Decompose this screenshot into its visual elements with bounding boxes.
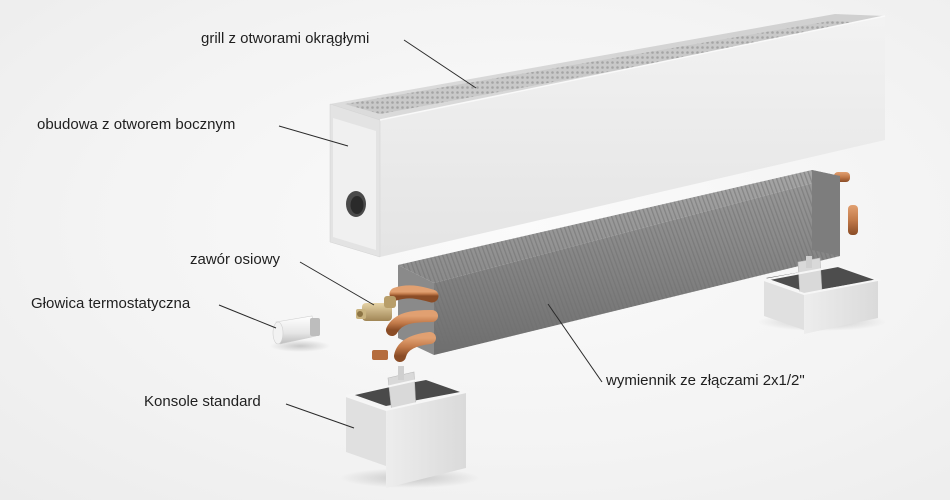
thermostatic-head: [270, 315, 330, 352]
housing: [329, 14, 886, 258]
console-back-left-wall: [764, 280, 804, 330]
leader-housing: [278, 125, 349, 147]
heat-exchanger: [372, 170, 858, 362]
exchanger-front-fins: [434, 176, 840, 355]
copper-pipe-middle: [386, 310, 438, 336]
exchanger-top-fins: [398, 170, 840, 283]
console-back-front-wall: [804, 280, 878, 334]
head-cap: [272, 321, 284, 345]
valve-body: [362, 303, 392, 321]
console-back-tab: [806, 256, 812, 268]
label-thermostatic-head: Głowica termostatyczna: [31, 295, 191, 312]
axial-valve: [356, 296, 396, 321]
leader-head: [218, 304, 277, 329]
copper-pipe-lower: [394, 332, 436, 362]
valve-pin: [357, 311, 363, 317]
leader-console: [285, 403, 355, 429]
console-front-front-wall: [386, 392, 466, 488]
label-axial-valve: zawór osiowy: [190, 251, 281, 268]
housing-side-hole-inner: [350, 196, 364, 214]
head-nut: [310, 318, 320, 336]
housing-top-edge: [379, 15, 886, 121]
label-heat-exchanger: wymiennik ze złączami 2x1/2": [606, 372, 805, 389]
leader-grill: [403, 39, 477, 89]
valve-connector: [384, 296, 396, 308]
copper-pipe-upper: [389, 285, 439, 303]
label-housing: obudowa z otworem bocznym: [37, 116, 236, 133]
housing-end-recess: [333, 118, 376, 250]
leader-lines: [218, 39, 603, 429]
label-grill: grill z otworami okrągłymi: [201, 30, 370, 47]
leader-valve: [299, 261, 375, 306]
leader-exchanger: [547, 303, 603, 383]
console-front-rim: [345, 376, 470, 412]
copper-fitting-nut: [372, 350, 388, 360]
console-front-tab: [398, 366, 404, 380]
console-back: [758, 256, 886, 334]
housing-front-face: [380, 16, 885, 257]
exchanger-right-end: [812, 170, 840, 256]
console-front-left-wall: [346, 396, 386, 466]
grill-insert: [345, 21, 872, 114]
label-consoles: Konsole standard: [144, 393, 261, 410]
exchanger-pipe-stub-bottom: [848, 205, 858, 235]
console-back-rim: [763, 264, 882, 296]
console-front: [340, 366, 480, 488]
